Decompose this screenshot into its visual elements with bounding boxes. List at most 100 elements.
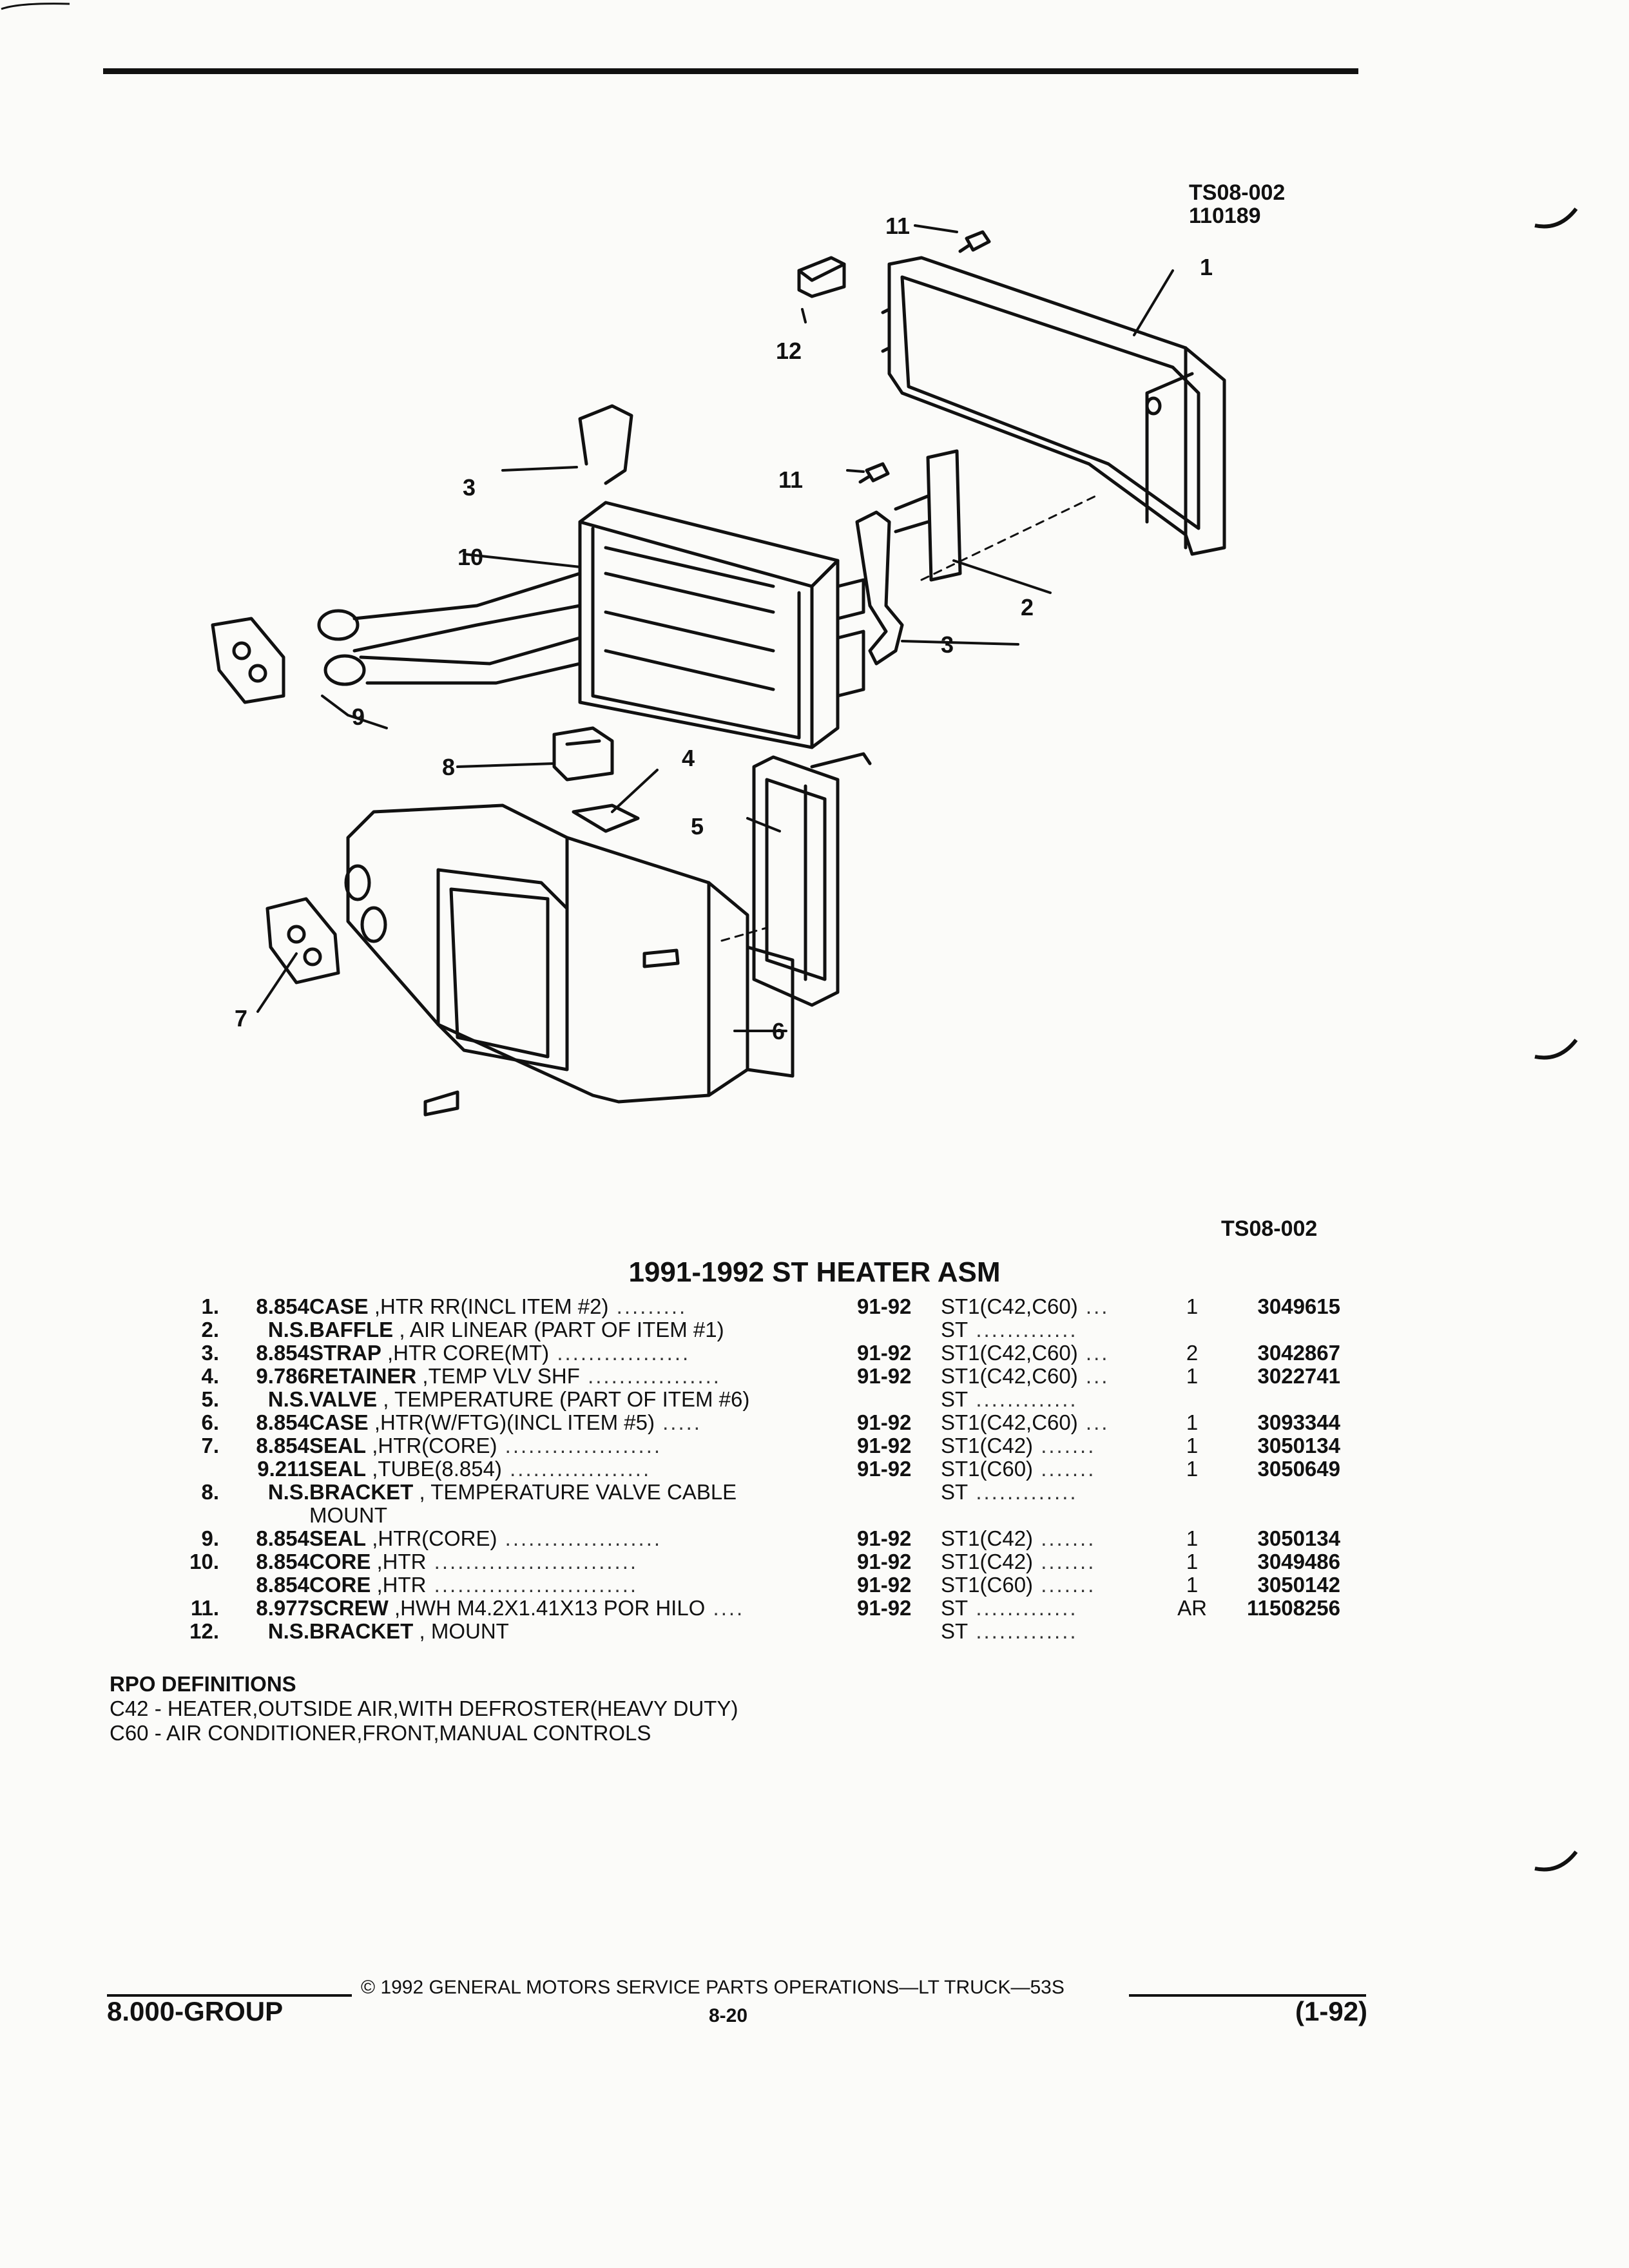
item-number — [148, 1457, 219, 1481]
application-text: ST — [941, 1480, 969, 1504]
part-name: SEAL — [309, 1526, 367, 1550]
margin-tick-mark — [1534, 1039, 1578, 1060]
part-detail: ,HTR(CORE) — [372, 1434, 497, 1457]
model-years — [857, 1481, 941, 1527]
part-number: 3050142 — [1257, 1573, 1340, 1597]
application-code: ST1(C60) ....... — [941, 1573, 1166, 1597]
part-name: CASE — [309, 1410, 369, 1434]
part-detail: ,TEMP VLV SHF — [422, 1364, 580, 1388]
group-number: N.S. — [267, 1480, 309, 1504]
application-code: ST1(C60) ....... — [941, 1457, 1166, 1481]
leader-dots: .......................... — [426, 1573, 639, 1597]
heater-exploded-diagram — [211, 224, 1226, 1117]
item-number: 11. — [190, 1596, 219, 1620]
item-number: 9. — [201, 1526, 219, 1550]
group-number: 8.854 — [256, 1550, 309, 1573]
part-description: CORE ,HTR .......................... — [309, 1550, 857, 1573]
rpo-definitions: RPO DEFINITIONS C42 - HEATER,OUTSIDE AIR… — [110, 1672, 738, 1745]
application-code: ST1(C42,C60) ... — [941, 1341, 1166, 1365]
part-name: SCREW — [309, 1596, 389, 1620]
application-code: ST ............. — [941, 1388, 1166, 1411]
part-description: SEAL ,HTR(CORE) .................... — [309, 1434, 857, 1457]
leader-dots: ............. — [968, 1596, 1078, 1620]
application-text: ST1(C42) — [941, 1526, 1034, 1550]
part-number: 3049615 — [1257, 1294, 1340, 1318]
part-detail: , AIR LINEAR (PART OF ITEM #1) — [399, 1318, 724, 1341]
part-detail: ,HTR — [376, 1573, 427, 1597]
callout-number: 11 — [885, 213, 911, 239]
group-number: 9.211 — [257, 1457, 309, 1481]
rpo-definition-line: C42 - HEATER,OUTSIDE AIR,WITH DEFROSTER(… — [110, 1696, 738, 1720]
part-name: CORE — [309, 1573, 371, 1597]
part-number: 3093344 — [1257, 1410, 1340, 1434]
part-detail: ,HTR — [376, 1550, 427, 1573]
model-years: 91-92 — [857, 1341, 912, 1365]
scan-corner-mark — [1, 3, 70, 10]
application-text: ST1(C60) — [941, 1573, 1034, 1597]
group-number: 8.854 — [256, 1410, 309, 1434]
part-name: CORE — [309, 1550, 371, 1573]
group-number: 8.854 — [256, 1294, 309, 1318]
rpo-heading: RPO DEFINITIONS — [110, 1672, 296, 1696]
rpo-definition-line: C60 - AIR CONDITIONER,FRONT,MANUAL CONTR… — [110, 1721, 651, 1745]
quantity: 1 — [1186, 1457, 1199, 1481]
figure-ref-code: TS08-002 — [1189, 180, 1286, 205]
part-number — [1218, 1620, 1340, 1643]
quantity: AR — [1177, 1596, 1207, 1620]
callout-number: 3 — [941, 631, 954, 658]
leader-dots: .................... — [497, 1526, 662, 1550]
part-description: STRAP ,HTR CORE(MT) ................. — [309, 1341, 857, 1365]
application-code: ST1(C42,C60) ... — [941, 1411, 1166, 1434]
model-years: 91-92 — [857, 1294, 912, 1318]
footer-copyright: © 1992 GENERAL MOTORS SERVICE PARTS OPER… — [361, 1977, 1065, 1998]
application-code: ST1(C42) ....... — [941, 1527, 1166, 1550]
model-years: 91-92 — [857, 1550, 912, 1573]
part-description: RETAINER ,TEMP VLV SHF ................. — [309, 1365, 857, 1388]
model-years: 91-92 — [857, 1526, 912, 1550]
quantity: 1 — [1186, 1410, 1199, 1434]
application-text: ST1(C42,C60) — [941, 1341, 1078, 1365]
callout-number: 3 — [463, 474, 476, 501]
figure-ref-number: 110189 — [1189, 204, 1261, 228]
application-text: ST1(C42) — [941, 1550, 1034, 1573]
part-description: CASE ,HTR(W/FTG)(INCL ITEM #5) ..... — [309, 1411, 857, 1434]
part-number — [1218, 1388, 1340, 1411]
application-code: ST1(C42) ....... — [941, 1434, 1166, 1457]
leader-dots: ................. — [549, 1341, 691, 1365]
part-name: CASE — [309, 1294, 369, 1318]
callout-number: 2 — [1021, 594, 1034, 620]
quantity: 1 — [1186, 1364, 1199, 1388]
part-description: CORE ,HTR .......................... — [309, 1573, 857, 1597]
part-detail-continued: MOUNT — [309, 1503, 387, 1527]
group-number: 8.854 — [256, 1434, 309, 1457]
leader-dots: ....... — [1033, 1550, 1096, 1573]
callout-number: 5 — [691, 813, 704, 840]
part-screw-upper — [958, 230, 991, 253]
part-detail: ,HWH M4.2X1.41X13 POR HILO — [394, 1596, 706, 1620]
leader-dots: ............. — [968, 1619, 1078, 1643]
quantity: 1 — [1186, 1573, 1199, 1597]
part-number: 11508256 — [1246, 1596, 1340, 1620]
group-number: 9.786 — [256, 1364, 309, 1388]
leader-dots: ............. — [968, 1387, 1078, 1411]
quantity: 2 — [1186, 1341, 1199, 1365]
part-core-strap-lower — [855, 510, 904, 666]
item-number: 12. — [189, 1619, 219, 1643]
part-description: VALVE , TEMPERATURE (PART OF ITEM #6) — [309, 1388, 857, 1411]
application-code: ST ............. — [941, 1620, 1166, 1643]
callout-number: 11 — [778, 466, 804, 493]
part-description: BAFFLE , AIR LINEAR (PART OF ITEM #1) — [309, 1318, 857, 1341]
leader-dots: ..... — [654, 1410, 702, 1434]
part-number — [1218, 1481, 1340, 1527]
callout-number: 1 — [1200, 254, 1213, 280]
part-screw-lower — [858, 462, 890, 484]
leader-dots: ......... — [608, 1294, 688, 1318]
header-rule — [103, 68, 1358, 74]
footer-page-number: 8-20 — [709, 2005, 748, 2026]
part-name: RETAINER — [309, 1364, 417, 1388]
